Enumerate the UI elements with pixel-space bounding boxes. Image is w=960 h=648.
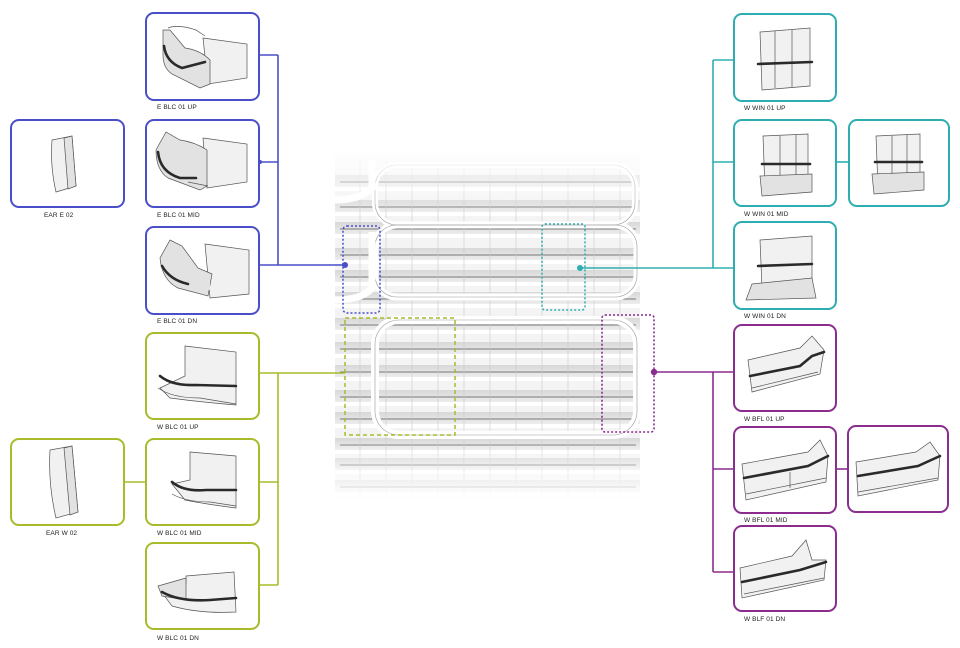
label-ear-e-02: EAR E 02 xyxy=(44,212,74,219)
w-bfl-01-up-drawing xyxy=(747,335,826,393)
w-blf-01-dn-drawing xyxy=(739,539,828,599)
component-w-win-01-dn[interactable]: W WIN 01 DN xyxy=(733,221,837,320)
component-w-bfl-01-mid-variant[interactable] xyxy=(847,425,949,513)
component-w-bfl-01-up[interactable]: W BFL 01 UP xyxy=(733,324,837,423)
e-blc-01-dn-drawing xyxy=(159,239,250,299)
component-w-win-01-mid-variant[interactable] xyxy=(848,119,950,207)
component-w-blc-01-mid[interactable]: W BLC 01 MID xyxy=(145,438,260,537)
component-e-blc-01-dn[interactable]: E BLC 01 DN xyxy=(145,226,260,325)
w-bfl-01-mid-variant-drawing xyxy=(855,441,942,497)
building-facade-render xyxy=(330,145,645,505)
label-w-blc-01-dn: W BLC 01 DN xyxy=(157,635,199,642)
component-e-blc-01-up[interactable]: E BLC 01 UP xyxy=(145,12,260,111)
component-w-bfl-01-mid[interactable]: W BFL 01 MID xyxy=(733,426,837,524)
label-w-blc-01-mid: W BLC 01 MID xyxy=(157,530,202,537)
component-w-win-01-mid[interactable]: W WIN 01 MID xyxy=(733,119,837,218)
connector-east xyxy=(260,54,345,266)
w-blc-01-up-drawing xyxy=(157,345,238,406)
component-w-blf-01-dn[interactable]: W BLF 01 DN xyxy=(733,525,837,623)
label-e-blc-01-dn: E BLC 01 DN xyxy=(157,318,197,325)
label-w-win-01-dn: W WIN 01 DN xyxy=(744,313,786,320)
component-w-win-01-up[interactable]: W WIN 01 UP xyxy=(733,13,837,112)
highlight-window xyxy=(541,223,586,311)
e-blc-01-up-drawing xyxy=(162,26,248,89)
label-w-bfl-01-up: W BFL 01 UP xyxy=(744,416,785,423)
w-bfl-01-mid-drawing xyxy=(741,439,830,501)
label-e-blc-01-up: E BLC 01 UP xyxy=(157,104,197,111)
w-win-01-mid-drawing xyxy=(759,133,813,197)
component-w-blc-01-up[interactable]: W BLC 01 UP xyxy=(145,332,260,431)
w-blc-01-dn-drawing xyxy=(157,571,238,613)
w-win-01-up-drawing xyxy=(756,27,814,91)
w-win-01-dn-drawing xyxy=(745,235,817,301)
connector-bfl xyxy=(654,371,848,573)
connector-west xyxy=(125,372,345,586)
label-e-blc-01-mid: E BLC 01 MID xyxy=(157,212,200,219)
ear-w-02-drawing xyxy=(49,445,79,519)
label-w-blc-01-up: W BLC 01 UP xyxy=(157,424,199,431)
ear-e-02-drawing xyxy=(51,135,77,193)
highlight-west-balcony xyxy=(344,317,456,436)
w-blc-01-mid-drawing xyxy=(170,451,238,509)
e-blc-01-mid-drawing xyxy=(155,131,248,191)
connector-win xyxy=(580,59,848,269)
component-w-blc-01-dn[interactable]: W BLC 01 DN xyxy=(145,542,260,642)
label-w-blf-01-dn: W BLF 01 DN xyxy=(744,616,785,623)
component-ear-e-02[interactable]: EAR E 02 xyxy=(10,119,125,219)
component-ear-w-02[interactable]: EAR W 02 xyxy=(10,438,125,537)
label-ear-w-02: EAR W 02 xyxy=(46,530,77,537)
w-win-01-mid-variant-drawing xyxy=(871,133,925,195)
component-e-blc-01-mid[interactable]: E BLC 01 MID xyxy=(145,119,260,219)
label-w-win-01-mid: W WIN 01 MID xyxy=(744,211,789,218)
connector-dot-win xyxy=(577,265,583,271)
label-w-bfl-01-mid: W BFL 01 MID xyxy=(744,517,788,524)
label-w-win-01-up: W WIN 01 UP xyxy=(744,105,786,112)
highlight-bfl xyxy=(601,314,655,433)
